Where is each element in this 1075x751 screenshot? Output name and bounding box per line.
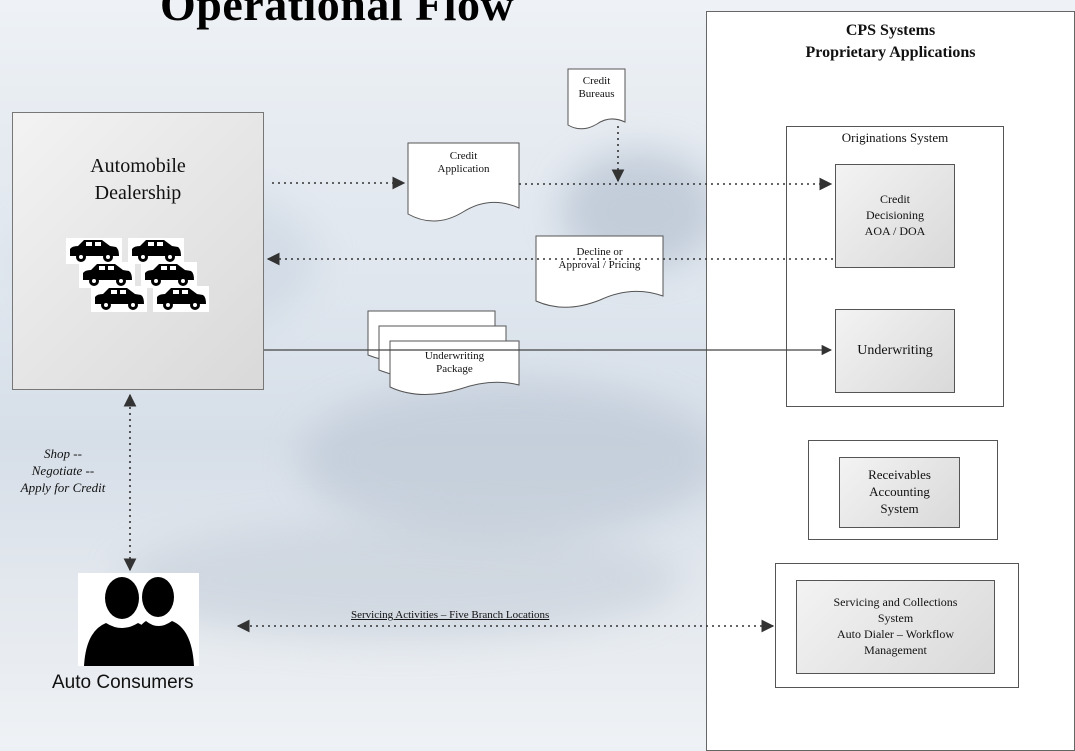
underwriting-box: Underwriting — [835, 309, 955, 393]
credit-bureau-label: Credit Bureaus — [578, 75, 615, 100]
decline-approval-label: Decline or Approval / Pricing — [558, 246, 641, 271]
page-title: Operational Flow — [160, 0, 515, 30]
servicing-collections-box: Servicing and Collections System Auto Di… — [796, 580, 995, 674]
receivables-accounting-box: Receivables Accounting System — [839, 457, 960, 528]
people-silhouette-icon — [84, 577, 194, 666]
consumers-icon-tile — [78, 573, 199, 666]
dealership-label: Automobile Dealership — [90, 155, 186, 204]
auto-consumers-label: Auto Consumers — [52, 672, 194, 693]
underwriting-package-label: Underwriting Package — [424, 350, 485, 375]
shop-negotiate-label: Shop -- Negotiate -- Apply for Credit — [20, 446, 106, 495]
credit-application-label: Credit Application — [437, 150, 490, 175]
credit-application-document — [407, 142, 520, 222]
underwriting-package-document — [389, 340, 520, 396]
servicing-activities-label: Servicing Activities – Five Branch Locat… — [351, 609, 550, 621]
originations-label: Originations System — [841, 130, 949, 145]
credit-decisioning-box: Credit Decisioning AOA / DOA — [835, 164, 955, 268]
cps-heading: CPS Systems Proprietary Applications — [805, 22, 976, 62]
credit-bureau-document — [567, 68, 626, 130]
decline-approval-document — [535, 235, 664, 308]
